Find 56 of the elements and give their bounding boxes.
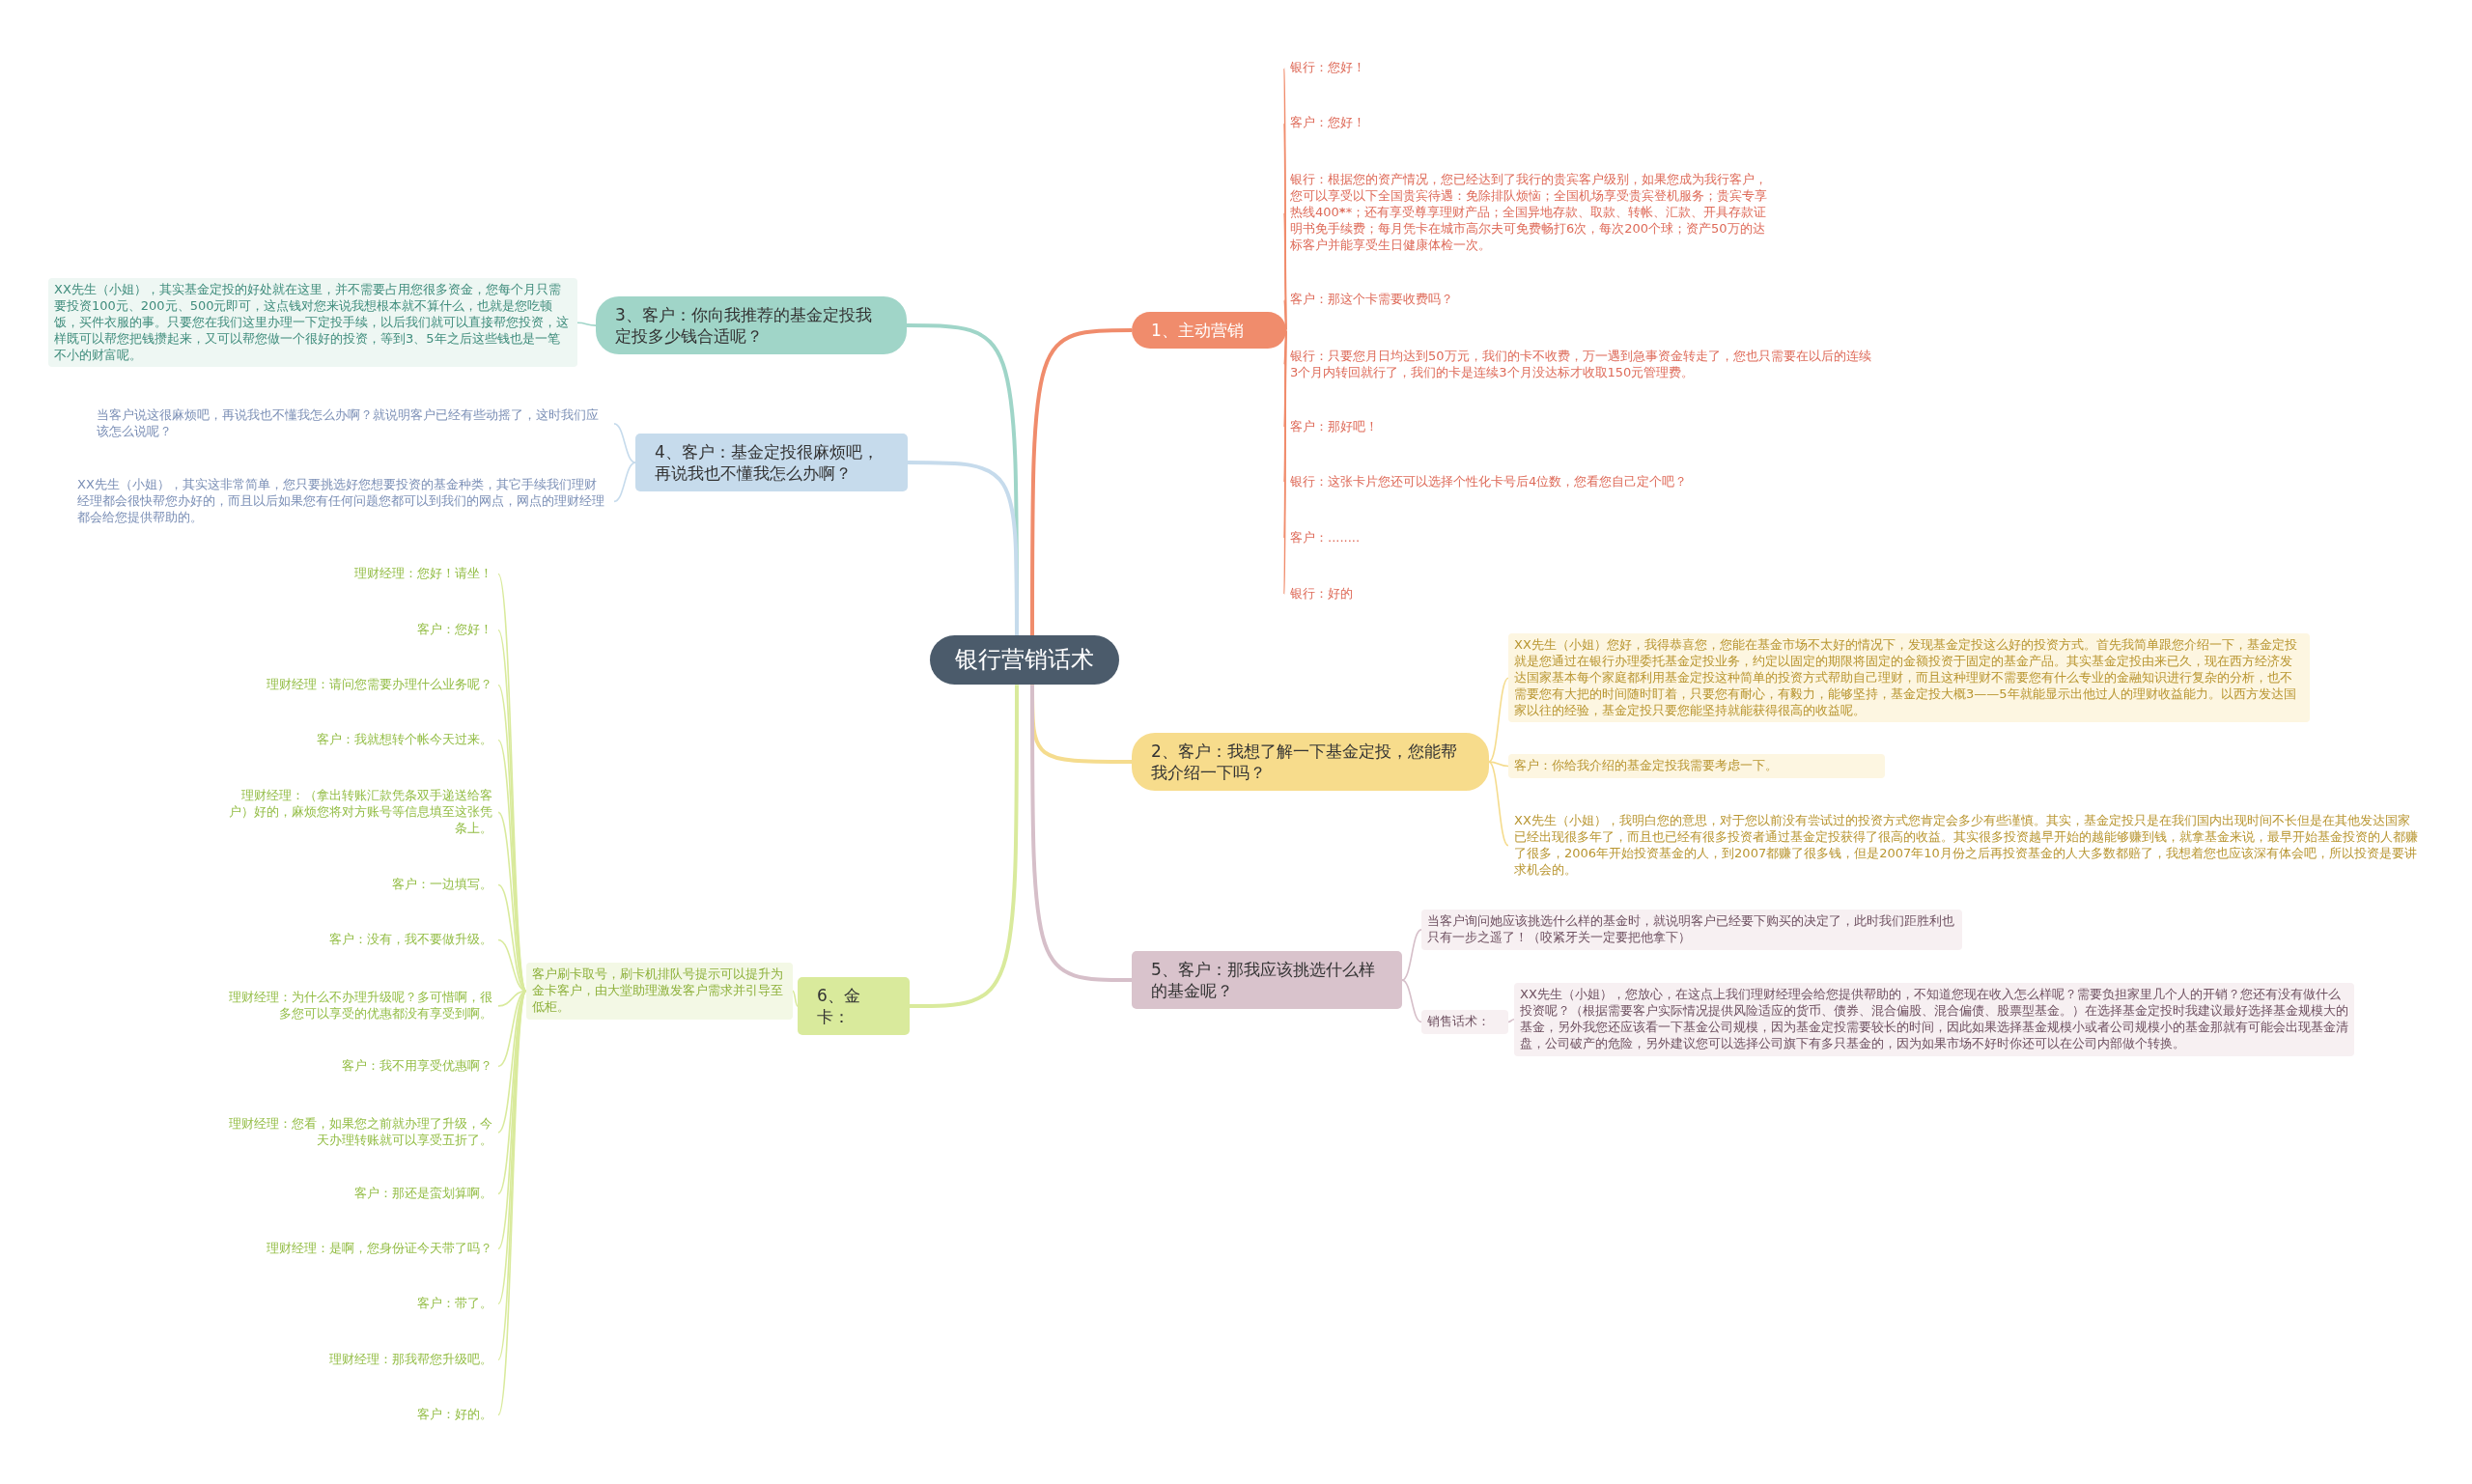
dialogue-text: 理财经理：是啊，您身份证今天带了吗？ [223, 1237, 498, 1261]
dialogue-text: 客户：........ [1284, 526, 1477, 550]
connector-line [1030, 685, 1132, 983]
dialogue-text: 客户：您好！ [1284, 111, 1477, 135]
dialogue-text: 客户：那好吧！ [1284, 415, 1477, 439]
script-note: XX先生（小姐），我明白您的意思，对于您以前没有尝试过的投资方式您肯定会多少有些谨慎。其实，基金定投只是在我们国内出现时间不长但是在其他发达国家已经出现很多年了，而且也已经有很多投资者通过基金定投获得了很高的收益。其实很多投资越早开始的越能够赚到钱，就拿基金来说，最早开始基金投资的人都赚了很多，2006年开始投资基金的人，到2007都赚了很多钱，但是2007年10月份之后再投资基金的人大多数都赔了，我想着您也应该深有体会吧，所以投资是要讲求机会的。 [1508, 809, 2426, 882]
connector-line [1030, 328, 1132, 635]
dialogue-text: 银行：这张卡片您还可以选择个性化卡号后4位数，您看您自己定个吧？ [1284, 470, 1825, 494]
dialogue-text: 客户：我就想转个帐今天过来。 [223, 728, 498, 752]
connector-line [908, 461, 1019, 635]
dialogue-text: 理财经理：（拿出转账汇款凭条双手递送给客户）好的，麻烦您将对方账号等信息填至这张凭条上。 [223, 784, 498, 841]
connector-line [1401, 979, 1422, 1023]
dialogue-text: 客户：您好！ [223, 618, 498, 642]
connector-line [910, 685, 1019, 1009]
dialogue-text: 理财经理：那我帮您升级吧。 [223, 1348, 498, 1372]
dialogue-text: 理财经理：您看，如果您之前就办理了升级，今天办理转账就可以享受五折了。 [223, 1112, 498, 1153]
connector-line [1507, 1019, 1515, 1023]
connector-line [1488, 761, 1509, 768]
connector-line [792, 990, 799, 1007]
dialogue-text: 客户：好的。 [223, 1403, 498, 1427]
script-note: XX先生（小姐），您放心，在这点上我们理财经理会给您提供帮助的，不知道您现在收入怎么样呢？需要负担家里几个人的开销？您还有没有做什么投资呢？（根据需要客户实际情况提供风险适应的货币、债券、混合偏股、混合偏债、股票型基金。）在选择基金定投时我建议最好选择基金规模大的基金，另外我您还应该看一下基金公司规模，因为基金定投需要较长的时间，因此如果选择基金规模小或者公司规模小的基金那就有可能会出现基金清盘，公司破产的危险，另外建议您可以选择公司旗下有多只基金的，因为如果市场不好时你还可以在公司内部做个转换。 [1514, 983, 2354, 1056]
script-note: 客户：你给我介绍的基金定投我需要考虑一下。 [1508, 754, 1885, 778]
dialogue-text: 客户：带了。 [223, 1292, 498, 1316]
connector-line [1488, 677, 1509, 763]
connector-line [613, 462, 636, 503]
script-note: 销售话术： [1421, 1010, 1508, 1034]
script-note: XX先生（小姐），其实这非常简单，您只要挑选好您想要投资的基金种类，其它手续我们理财经理都会很快帮您办好的，而且以后如果您有任何问题您都可以到我们的网点，网点的理财经理都会给您提供帮助的。 [71, 473, 614, 530]
dialogue-text: 银行：您好！ [1284, 56, 1477, 80]
dialogue-text: 客户：一边填写。 [223, 873, 498, 897]
dialogue-text: 客户：没有，我不要做升级。 [223, 928, 498, 952]
connector-line [1488, 761, 1509, 847]
dialogue-text: 理财经理：为什么不办理升级呢？多可惜啊，很多您可以享受的优惠都没有享受到啊。 [223, 986, 498, 1026]
script-note: 当客户说这很麻烦吧，再说我也不懂我怎么办啊？就说明客户已经有些动摇了，这时我们应该怎么说呢？ [91, 404, 614, 444]
connector-line [576, 322, 597, 326]
connector-line [497, 938, 527, 993]
dialogue-text: 银行：根据您的资产情况，您已经达到了我行的贵宾客户级别，如果您成为我行客户，您可以享受以下全国贵宾待遇：免除排队烦恼；全国机场享受贵宾登机服务；贵宾专享热线400**；还有享受尊享理财产品；全国异地存款、取款、转帐、汇款、开具存款证明书免手续费；每月凭卡在城市高尔夫可免费畅打6次，每次200个球；资产50万的达标客户并能享受生日健康体检一次。 [1284, 168, 1777, 258]
connector-line [613, 423, 636, 463]
branch-topic: 3、客户：你向我推荐的基金定投我定投多少钱合适呢？ [596, 296, 907, 355]
branch-topic: 4、客户：基金定投很麻烦吧，再说我也不懂我怎么办啊？ [635, 434, 908, 492]
script-note: 客户刷卡取号，刷卡机排队号提示可以提升为金卡客户，由大堂助理激发客户需求并引导至低柜。 [526, 963, 793, 1020]
dialogue-text: 银行：只要您月日均达到50万元，我们的卡不收费，万一遇到急事资金转走了，您也只需要在以后的连续3个月内转回就行了，我们的卡是连续3个月没达标才收取150元管理费。 [1284, 345, 1883, 385]
branch-topic: 5、客户：那我应该挑选什么样的基金呢？ [1132, 951, 1402, 1010]
branch-topic: 1、主动营销 [1132, 312, 1286, 350]
dialogue-text: 客户：那还是蛮划算啊。 [223, 1182, 498, 1206]
script-note: XX先生（小姐）您好，我得恭喜您，您能在基金市场不太好的情况下，发现基金定投这么好的投资方式。首先我简单跟您介绍一下，基金定投就是您通过在银行办理委托基金定投业务，约定以固定的期限将固定的金额投资于固定的基金产品。其实基金定投由来已久，现在西方经济发达国家基本每个家庭都利用基金定投这种简单的投资方式帮助自己理财，而且这种理财不需要您有什么专业的金融知识进行复杂的分析，也不需要您有大把的时间随时盯着，只要您有耐心，有毅力，能够坚持，基金定投大概3——5年就能显示出他过人的理财收益能力。以西方发达国家以往的经验，基金定投只要您能坚持就能获得很高的收益呢。 [1508, 633, 2310, 723]
dialogue-text: 客户：那这个卡需要收费吗？ [1284, 288, 1574, 312]
script-note: XX先生（小姐），其实基金定投的好处就在这里，并不需要占用您很多资金，您每个月只需要投资100元、200元、500元即可，这点钱对您来说我想根本就不算什么，也就是您吃顿饭，买件衣服的事。只要您在我们这里办理一下定投手续，以后我们就可以直接帮您投资，这样既可以帮您把钱攒起来，又可以帮您做一个很好的投资，等到3、5年之后这些钱也是一笔不小的财富呢。 [48, 278, 577, 368]
branch-topic: 6、金卡： [798, 977, 910, 1036]
central-topic: 银行营销话术 [930, 635, 1119, 686]
dialogue-text: 理财经理：请问您需要办理什么业务呢？ [223, 673, 498, 697]
dialogue-text: 客户：我不用享受优惠啊？ [223, 1054, 498, 1078]
connector-line [1401, 929, 1422, 981]
script-note: 当客户询问她应该挑选什么样的基金时，就说明客户已经要下购买的决定了，此时我们距胜利也只有一步之遥了！（咬紧牙关一定要把他拿下） [1421, 910, 1962, 950]
dialogue-text: 理财经理：您好！请坐！ [223, 562, 498, 586]
dialogue-text: 银行：好的 [1284, 582, 1477, 606]
branch-topic: 2、客户：我想了解一下基金定投，您能帮我介绍一下吗？ [1132, 733, 1489, 792]
